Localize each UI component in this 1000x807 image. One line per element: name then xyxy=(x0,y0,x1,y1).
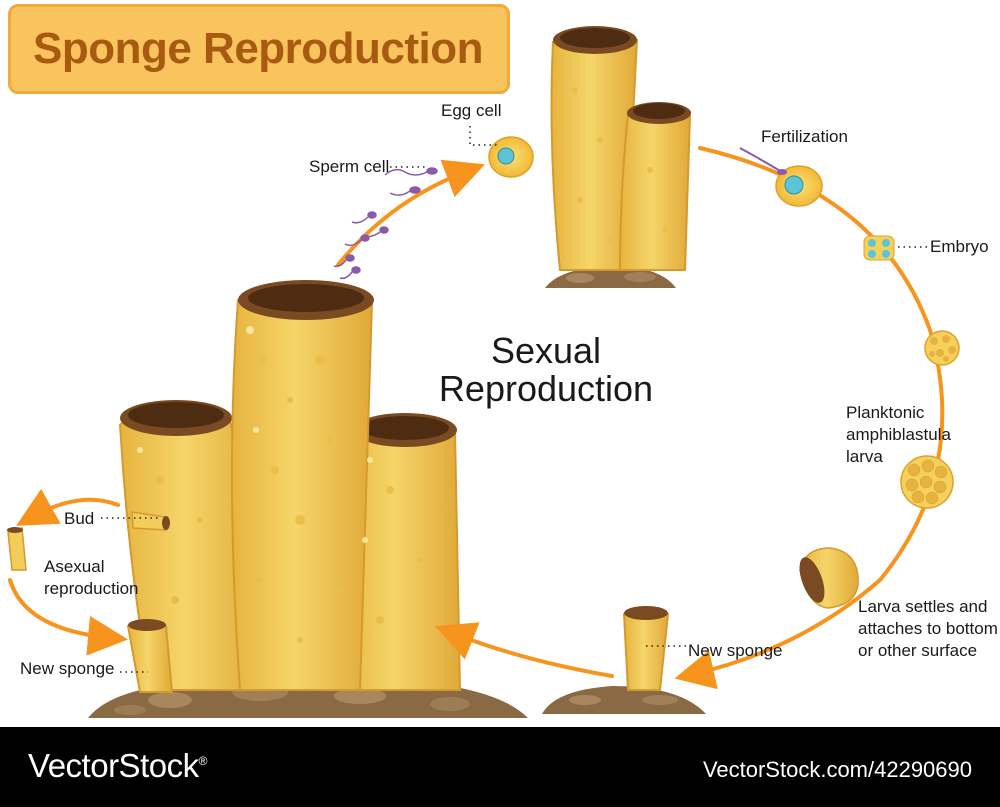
label-asexual-reproduction: Asexual reproduction xyxy=(44,557,139,598)
sperm-cells xyxy=(333,167,438,280)
label-new-sponge-right: New sponge xyxy=(688,641,783,660)
label-embryo: Embryo xyxy=(930,237,989,256)
label-larva-settles: Larva settles and attaches to bottom or … xyxy=(858,597,998,660)
label-egg-cell: Egg cell xyxy=(441,101,502,120)
label-sperm-cell: Sperm cell xyxy=(309,157,390,176)
page-title: Sponge Reproduction xyxy=(33,24,484,73)
footer-bar: VectorStock® VectorStock.com/42290690 xyxy=(0,727,1000,807)
arrow-bud-detach xyxy=(16,488,120,526)
label-new-sponge-left: New sponge xyxy=(20,659,115,678)
label-fertilization: Fertilization xyxy=(761,127,848,146)
arrow-to-adult xyxy=(435,622,614,678)
brand-logo: VectorStock® xyxy=(28,747,207,785)
fertilized-egg-figure xyxy=(739,147,823,207)
egg-cell-figure xyxy=(488,136,534,178)
embryo-figure xyxy=(863,235,895,261)
larva-figure xyxy=(900,455,954,509)
arrow-sperm-to-egg xyxy=(336,159,485,267)
image-credit: VectorStock.com/42290690 xyxy=(702,757,972,782)
label-larva: Planktonic amphiblastula larva xyxy=(846,403,951,466)
sponge-pair-top xyxy=(550,26,692,271)
bud-figure xyxy=(131,511,170,531)
cycle-arrows xyxy=(8,146,945,690)
ground-right xyxy=(542,686,706,714)
diagram-artwork xyxy=(7,26,960,718)
sponge-cluster-large xyxy=(118,280,462,691)
detached-bud-figure xyxy=(7,527,27,571)
new-sponge-right-figure xyxy=(622,606,670,691)
leader-lines xyxy=(101,126,928,673)
settling-larva-figure xyxy=(799,547,859,609)
label-bud: Bud xyxy=(64,509,95,528)
new-sponge-left-figure xyxy=(126,619,174,693)
brand-registered-mark: ® xyxy=(198,754,208,768)
sexual-reproduction-heading: Sexual Reproduction xyxy=(438,330,654,409)
brand-name: VectorStock xyxy=(28,747,199,784)
arrow-bud-grow xyxy=(8,578,128,656)
blastula-figure xyxy=(924,330,960,366)
ground-top xyxy=(545,266,676,288)
arrow-development-cycle xyxy=(674,146,945,690)
title-banner: Sponge Reproduction xyxy=(8,4,510,94)
